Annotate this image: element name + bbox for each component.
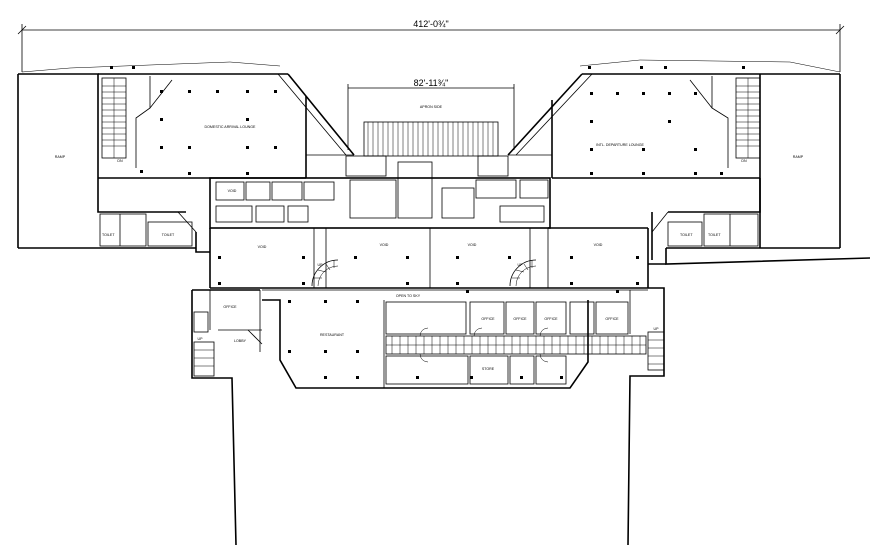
left-stair-treads bbox=[102, 78, 126, 158]
dn-left-label: DN bbox=[117, 159, 123, 163]
overall-dimension-text: 412'-0¾" bbox=[413, 19, 448, 29]
apron-side-label: APRON SIDE bbox=[420, 105, 443, 109]
void-3-label: VOID bbox=[468, 243, 477, 247]
structural-columns bbox=[110, 66, 745, 379]
toilet-right-label: TOILET bbox=[680, 233, 693, 237]
domestic-lounge-label: DOMESTIC ARRIVAL LOUNGE bbox=[205, 125, 257, 129]
void-1-label: VOID bbox=[258, 245, 267, 249]
up-4-label: UP bbox=[198, 337, 204, 341]
overall-dimension: 412'-0¾" bbox=[17, 19, 845, 72]
up-2-label: UP bbox=[518, 263, 524, 267]
up-3-label: UP bbox=[654, 327, 660, 331]
lower-block: OFFICE LOBBY RESTAURANT OPEN TO SKY OFFI… bbox=[191, 287, 665, 389]
right-wing: RAMP INTL. DEPARTURE LOUNGE TOILET TOILE… bbox=[507, 73, 841, 260]
store-label: STORE bbox=[482, 367, 495, 371]
void-row: VOID VOID VOID VOID VOID UP UP bbox=[209, 189, 649, 289]
ramp-right-label: RAMP bbox=[793, 155, 804, 159]
open-to-sky-label: OPEN TO SKY bbox=[396, 294, 421, 298]
center-dimension: 82'-11¾" APRON SIDE bbox=[347, 78, 515, 150]
lobby-label: LOBBY bbox=[234, 339, 247, 343]
toilet-left2-label: TOILET bbox=[102, 233, 115, 237]
right-connector bbox=[665, 248, 870, 265]
void-2-label: VOID bbox=[380, 243, 389, 247]
dn-right-label: DN bbox=[741, 159, 747, 163]
up-1-label: UP bbox=[318, 263, 324, 267]
office-3-label: OFFICE bbox=[513, 317, 527, 321]
office-4-label: OFFICE bbox=[544, 317, 558, 321]
void-5-label: VOID bbox=[228, 189, 237, 193]
right-boundary bbox=[627, 375, 644, 545]
office-1-label: OFFICE bbox=[223, 305, 237, 309]
toilet-right2-label: TOILET bbox=[708, 233, 721, 237]
corridor-hatch bbox=[391, 336, 641, 354]
void-4-label: VOID bbox=[594, 243, 603, 247]
top-edge-line bbox=[21, 59, 841, 73]
left-boundary bbox=[218, 377, 237, 545]
central-core bbox=[209, 155, 551, 229]
office-5-label: OFFICE bbox=[605, 317, 619, 321]
left-connector bbox=[195, 248, 210, 253]
office-2-label: OFFICE bbox=[481, 317, 495, 321]
center-dimension-text: 82'-11¾" bbox=[414, 78, 449, 88]
intl-lounge-label: INTL. DEPARTURE LOUNGE bbox=[596, 143, 644, 147]
ramp-left-label: RAMP bbox=[55, 155, 66, 159]
toilet-left-label: TOILET bbox=[162, 233, 175, 237]
right-stair-treads bbox=[736, 78, 760, 158]
apron-grille bbox=[363, 121, 499, 157]
restaurant-label: RESTAURANT bbox=[320, 333, 345, 337]
